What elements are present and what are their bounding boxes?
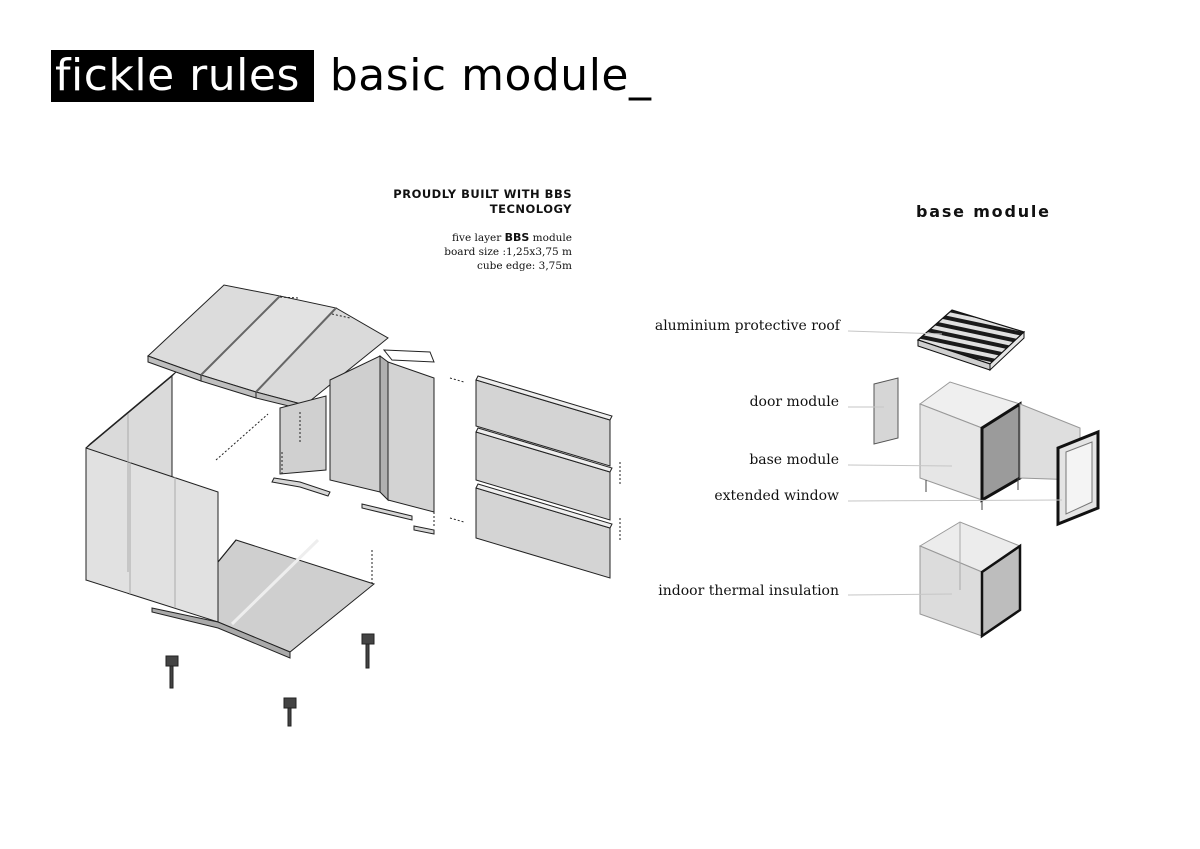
page-title: fickle rules basic module_	[51, 50, 652, 102]
layer-suffix: module	[529, 232, 572, 244]
base-module-frame	[918, 381, 1081, 510]
exploded-assembly	[85, 284, 621, 727]
label-window: extended window	[714, 488, 839, 504]
tech-specs: five layer BBS module board size :1,25x3…	[393, 231, 572, 273]
roof-arrows	[279, 296, 351, 319]
roof-panels	[147, 284, 389, 411]
tech-heading: PROUDLY BUILT WITH BBS TECNOLOGY	[393, 187, 572, 217]
title-main-text: basic module_	[329, 50, 652, 101]
tech-info-block: PROUDLY BUILT WITH BBS TECNOLOGY five la…	[393, 187, 572, 273]
label-base: base module	[749, 452, 839, 468]
foundation-pegs	[165, 633, 375, 727]
base-module-title: base module	[916, 202, 1051, 221]
layer-prefix: five layer	[452, 232, 505, 244]
leader-lines	[847, 330, 1063, 596]
base-module-drawings	[847, 309, 1100, 639]
board-size-spec: board size :1,25x3,75 m	[444, 246, 572, 258]
label-insulation: indoor thermal insulation	[658, 583, 839, 599]
tech-heading-line2: TECNOLOGY	[489, 202, 572, 216]
board-arrows	[215, 377, 621, 584]
extended-window	[1056, 429, 1100, 527]
tech-heading-line1: PROUDLY BUILT WITH BBS	[393, 187, 572, 201]
layer-spec: five layer BBS module	[393, 231, 572, 245]
inner-wall-panels	[279, 349, 435, 513]
cube-edge-spec: cube edge: 3,75m	[477, 260, 572, 272]
title-inverse-block: fickle rules	[51, 50, 314, 102]
floor-slab	[151, 538, 376, 659]
aluminium-roof	[916, 309, 1026, 372]
wall-boards	[475, 375, 613, 579]
insulation-cube	[918, 521, 1022, 639]
label-door: door module	[749, 394, 839, 410]
layer-bold: BBS	[504, 231, 530, 244]
corner-walls	[85, 371, 219, 623]
floor-rails	[271, 477, 435, 535]
door-panel	[873, 377, 899, 445]
label-roof: aluminium protective roof	[654, 318, 840, 334]
